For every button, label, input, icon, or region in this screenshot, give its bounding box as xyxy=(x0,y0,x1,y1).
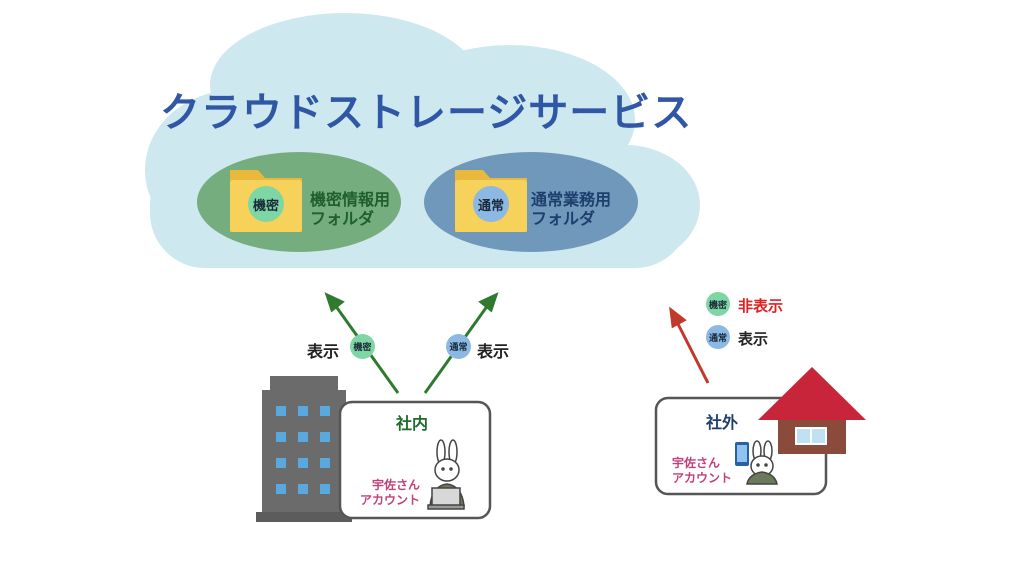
rabbit-user-office-icon xyxy=(427,439,465,510)
office-account-label: 宇佐さん アカウント xyxy=(360,478,420,508)
legend-secret-status: 非表示 xyxy=(738,297,784,315)
normal-folder-label-line2: フォルダ xyxy=(531,209,596,228)
office-label: 社内 xyxy=(396,414,429,433)
secret-badge-office: 機密 xyxy=(350,334,375,359)
normal-badge-office: 通常 xyxy=(446,334,471,359)
house-icon xyxy=(758,367,866,454)
normal-badge-legend: 通常 xyxy=(706,325,730,349)
office-show-left-label: 表示 xyxy=(307,342,340,361)
outside-account-label: 宇佐さん アカウント xyxy=(672,456,732,486)
outside-account-line1: 宇佐さん xyxy=(672,456,721,470)
office-account-line2: アカウント xyxy=(360,493,421,507)
office-building-icon xyxy=(256,376,352,522)
normal-folder-label-line1: 通常業務用 xyxy=(531,190,612,209)
secret-folder-label-line2: フォルダ xyxy=(310,209,375,228)
secret-folder-label-line1: 機密情報用 xyxy=(310,190,391,209)
secret-folder-label: 機密情報用 フォルダ xyxy=(310,190,390,228)
normal-badge-folder: 通常 xyxy=(473,186,509,222)
normal-folder-label: 通常業務用 フォルダ xyxy=(531,190,611,228)
outside-label: 社外 xyxy=(706,413,739,432)
rabbit-user-outside-icon xyxy=(746,440,778,485)
outside-arrow xyxy=(669,306,710,384)
smartphone-icon xyxy=(735,442,749,466)
outside-account-line2: アカウント xyxy=(672,471,733,485)
office-show-right-label: 表示 xyxy=(477,342,510,361)
secret-badge-legend: 機密 xyxy=(706,292,730,316)
legend-normal-status: 表示 xyxy=(738,330,769,348)
page-title: クラウドストレージサービス xyxy=(160,90,693,136)
secret-badge-folder: 機密 xyxy=(248,186,284,222)
office-account-line1: 宇佐さん xyxy=(372,478,421,492)
